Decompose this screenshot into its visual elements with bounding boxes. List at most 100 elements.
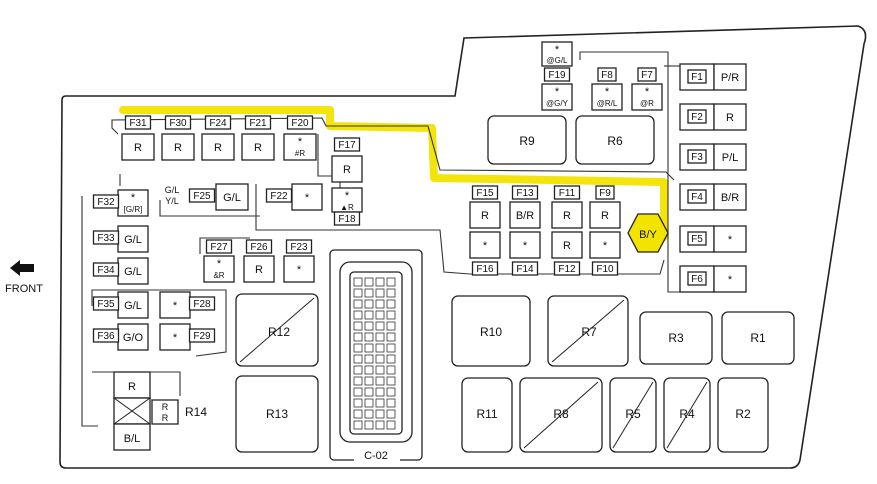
fuse-value: R: [255, 264, 263, 276]
fuse-id-label: F15: [476, 188, 494, 199]
connector-pin: [386, 321, 396, 331]
connector-pin: [353, 343, 363, 353]
fuse-id-label: F9: [599, 188, 611, 199]
fuse-f16: * F16: [469, 231, 501, 276]
front-arrow-icon: [10, 260, 34, 276]
fuse-f3: P/L F3: [687, 143, 747, 171]
fuse-id-label: F18: [338, 214, 356, 225]
fuse-value: R: [601, 210, 609, 222]
fuse-id-label: F36: [97, 331, 115, 342]
fuse-id-label: F8: [601, 70, 613, 81]
fuse-f1: P/RF1: [687, 63, 747, 91]
fuse-f5: * F5: [687, 225, 747, 253]
fuse-f2: R F2: [687, 103, 747, 131]
fuse-value: *: [728, 234, 733, 246]
fuse-value: *: [297, 264, 302, 276]
fuse-note: #R: [295, 149, 305, 158]
connector-pin: [353, 409, 363, 419]
fuse-id-label: F34: [97, 265, 115, 276]
fuse-value: R: [563, 240, 571, 252]
connector-pin: [386, 277, 396, 287]
fuse-id-label: F5: [691, 234, 703, 245]
fuse-id-label: F23: [290, 242, 308, 253]
fuse-value: G/L: [223, 192, 241, 204]
connector-pin: [364, 343, 374, 353]
connector-pin: [375, 299, 385, 309]
fuse-value: *: [555, 44, 560, 56]
relay-r6-label: R6: [607, 134, 623, 148]
connector-pin: [375, 376, 385, 386]
fuse-f32: *[G/R]F32: [92, 189, 149, 217]
connector-pin: [364, 277, 374, 287]
fuse-id-label: F3: [691, 152, 703, 163]
connector-pin: [353, 277, 363, 287]
fuse-f7: *@RF7: [631, 67, 663, 111]
connector-pin: [353, 376, 363, 386]
connector-pin: [364, 354, 374, 364]
fuse-id-label: F11: [559, 188, 576, 199]
fuse-value: P/L: [722, 152, 739, 164]
connector-pin: [375, 332, 385, 342]
fuse-value: G/L: [124, 266, 142, 278]
fuse-value: B/Y: [639, 229, 657, 241]
connector-pin: [364, 332, 374, 342]
fuse-id-label: F29: [193, 331, 211, 342]
fuse-id-label: F25: [193, 191, 211, 202]
relay-r10-label: R10: [480, 325, 502, 339]
fuse-value: R: [726, 112, 734, 124]
fuse-id-label: F4: [691, 192, 703, 203]
fuse-id-label: F26: [250, 242, 268, 253]
connector-pin: [375, 409, 385, 419]
connector-pin: [364, 321, 374, 331]
fuse-note: @G/Y: [546, 99, 569, 108]
fuse-f22: *F22: [265, 183, 323, 211]
connector-pin: [375, 288, 385, 298]
connector-pin: [386, 409, 396, 419]
fuse-id-label: F19: [548, 70, 566, 81]
connector-pin: [375, 277, 385, 287]
fuse-id-label: F2: [691, 112, 703, 123]
fuse-top-spare: *@G/L: [541, 41, 573, 67]
fuse-value: *: [523, 240, 528, 252]
fuse-id-label: F35: [97, 299, 115, 310]
fuse-f6: *F6: [687, 265, 747, 293]
fuse-value: P/R: [721, 72, 739, 84]
connector-pin: [375, 365, 385, 375]
relays: R9 R6 R12 R13 R10 R7 R3 R1 R11 R8 R5 R4 …: [235, 115, 795, 453]
fuse-group: RF31RF30RF24RF21*#RF20RF17*▲RF18*F22*[G/…: [92, 41, 747, 351]
fuse-alt-label: Y/L: [165, 196, 179, 206]
front-label: FRONT: [5, 283, 43, 295]
fuse-f34: G/L F34: [92, 257, 149, 285]
relay-r13-label: R13: [266, 407, 288, 421]
connector-pin: [353, 288, 363, 298]
fuse-value: *: [483, 240, 488, 252]
connector-pin: [386, 288, 396, 298]
fuse-value: *: [217, 258, 222, 270]
connector-pin: [386, 310, 396, 320]
fuse-note: [G/R]: [124, 205, 143, 214]
fuse-f26: R F26: [243, 239, 275, 283]
connector-pin: [353, 332, 363, 342]
connector-pin: [353, 398, 363, 408]
bus-lines: [81, 51, 680, 427]
fuse-value: *: [173, 300, 178, 312]
fuse-id-label: F17: [338, 140, 356, 151]
fuse-value: *: [645, 86, 650, 98]
svg-text:R: R: [162, 402, 169, 412]
fuse-id-label: F16: [476, 264, 494, 275]
fuse-f8: *@R/LF8: [591, 67, 623, 111]
relay-r3-label: R3: [668, 331, 684, 345]
fuse-value: *: [728, 274, 733, 286]
connector-pin: [386, 299, 396, 309]
connector-pin: [353, 310, 363, 320]
connector-pin: [364, 288, 374, 298]
fuse-value: B/R: [516, 210, 534, 222]
fuse-value: R: [343, 164, 351, 176]
connector-pin: [375, 321, 385, 331]
